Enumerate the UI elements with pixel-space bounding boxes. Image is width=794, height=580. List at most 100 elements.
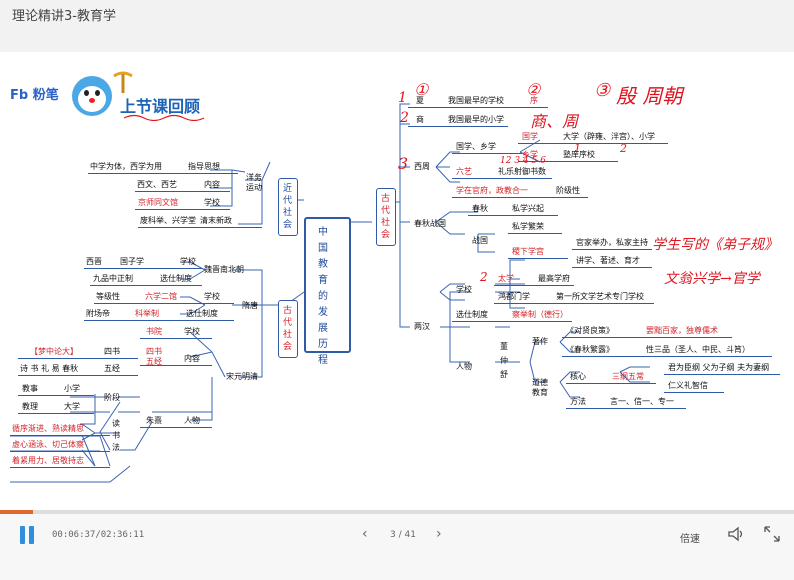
- jiaoli: 教理: [22, 402, 38, 412]
- songyuanmingqing-node: 宋元明清: [226, 372, 258, 382]
- shuyuan: 书院: [146, 327, 162, 337]
- sixuexingqi: 私学兴起: [512, 204, 544, 214]
- divider: [452, 321, 572, 322]
- pickaxe-icon: [112, 70, 134, 94]
- xuexiao-right: 学校: [456, 285, 472, 295]
- modern-row-2-right: 内容: [204, 180, 220, 190]
- ancient-society-left-label: 古代社会: [283, 305, 293, 353]
- mascot-image: [72, 72, 112, 116]
- renwu-left: 人物: [184, 416, 200, 426]
- next-page-button[interactable]: ›: [436, 526, 442, 542]
- shang: 商: [416, 115, 424, 125]
- taixue: 太学: [498, 274, 514, 284]
- modern-row-3-right: 学校: [204, 198, 220, 208]
- modern-row-2-left: 西文、西艺: [137, 180, 177, 190]
- fangfa: 方法: [570, 397, 586, 407]
- divider: [452, 178, 552, 179]
- hand-num-1: 1: [398, 90, 407, 106]
- divider: [84, 268, 202, 269]
- hongdumenxue: 鸿都门学: [498, 292, 530, 302]
- sangang-detail: 君为臣纲 父为子纲 夫为妻纲: [668, 363, 769, 373]
- fangfa-detail: 言一、信一、专一: [610, 397, 674, 407]
- center-title: 中国教育的发展历程: [318, 225, 336, 369]
- modern-row-3-left: 京师同文馆: [138, 198, 178, 208]
- shang-note: 我国最早的小学: [448, 115, 504, 125]
- divider: [84, 320, 234, 321]
- xizhou: 西周: [414, 162, 430, 172]
- volume-icon: [726, 537, 746, 547]
- slide: Fb 粉笔 上节课回顾 中国教育的发展历程 近代社会 古代社会 古代社会 洋务运…: [0, 52, 794, 510]
- divider: [18, 358, 138, 359]
- sixuefanrong: 私学繁荣: [512, 222, 544, 232]
- divider: [562, 356, 772, 357]
- divider: [664, 374, 780, 375]
- divider: [10, 467, 110, 468]
- divider: [140, 338, 212, 339]
- divider: [468, 215, 558, 216]
- divider: [408, 107, 548, 108]
- chunqiufanlu: 《春秋繁露》: [566, 345, 614, 355]
- divider: [10, 435, 110, 436]
- player-controls: 00:06:37/02:36:11 ‹ 3 / 41 › 倍速: [0, 514, 794, 580]
- dongzhongshu: 董仲舒: [500, 340, 510, 382]
- divider: [88, 173, 238, 174]
- yangwu-movement: 洋务运动: [246, 173, 262, 193]
- hand-num-3: 3: [398, 154, 408, 173]
- speed-button[interactable]: 倍速: [680, 530, 700, 545]
- xia-note: 我国最早的学校: [448, 96, 504, 106]
- daodejiaoyu: 道德教育: [532, 378, 550, 398]
- suitang-row2-a: 附场帝: [86, 309, 110, 319]
- ancient-society-right-node: 古代社会: [376, 188, 396, 246]
- mengzhong-label: 【梦中论大】: [30, 347, 78, 357]
- guoxue-detail: 大学（辟雍、泮宫）、小学: [563, 132, 655, 142]
- hand-u1: 1: [574, 142, 581, 155]
- page-indicator: 3 / 41: [390, 530, 416, 540]
- suitang-row1-b: 六学二馆: [145, 292, 177, 302]
- divider: [508, 233, 562, 234]
- divider: [566, 383, 656, 384]
- pause-button[interactable]: [18, 526, 36, 544]
- chevron-left-icon: ‹: [362, 526, 368, 542]
- liuyi-detail: 礼乐射御书数: [498, 167, 546, 177]
- prev-page-button[interactable]: ‹: [362, 526, 368, 542]
- divider: [408, 126, 508, 127]
- weijin-row2-b: 选仕制度: [160, 274, 192, 284]
- neirong: 内容: [184, 354, 200, 364]
- modern-row-4-left: 废科举、兴学堂: [140, 216, 196, 226]
- zhuzuo: 著作: [532, 337, 548, 347]
- divider: [452, 153, 522, 154]
- wujing-label: 五经: [104, 364, 120, 374]
- title-underline: [122, 110, 212, 124]
- divider: [138, 227, 262, 228]
- chajuzhi: 察举制（德行）: [512, 310, 568, 320]
- window-titlebar: 理论精讲3-教育学: [0, 0, 794, 30]
- chunqiu: 春秋: [472, 204, 488, 214]
- bachu: 罢黜百家，独尊儒术: [646, 326, 718, 336]
- divider: [135, 209, 230, 210]
- sishu-wujing: 四书五经: [146, 347, 164, 367]
- divider: [18, 413, 94, 414]
- daxue: 大学: [64, 402, 80, 412]
- sishu-label: 四书: [104, 347, 120, 357]
- divider: [140, 427, 212, 428]
- fullscreen-button[interactable]: [762, 524, 782, 547]
- modern-row-1-right: 指导思想: [188, 162, 220, 172]
- hand-xuesheng: 学生写的《弟子规》: [652, 234, 778, 254]
- divider: [10, 451, 110, 452]
- jiaoshi: 教事: [22, 384, 38, 394]
- divider: [18, 375, 138, 376]
- window-title: 理论精讲3-教育学: [12, 5, 116, 24]
- renyi: 仁义礼智信: [668, 381, 708, 391]
- modern-row-1-left: 中学为体，西学为用: [90, 162, 162, 172]
- suitang-node: 隋唐: [242, 301, 258, 311]
- center-node: 中国教育的发展历程: [304, 217, 351, 353]
- hand-num-2: 2: [400, 110, 409, 126]
- renwu-right: 人物: [456, 362, 472, 372]
- chevron-right-icon: ›: [436, 526, 442, 542]
- hexin: 核心: [570, 372, 586, 382]
- volume-button[interactable]: [726, 524, 746, 547]
- divider: [664, 392, 724, 393]
- divider: [452, 197, 588, 198]
- lianghan: 两汉: [414, 322, 430, 332]
- jieduan: 阶段: [104, 393, 120, 403]
